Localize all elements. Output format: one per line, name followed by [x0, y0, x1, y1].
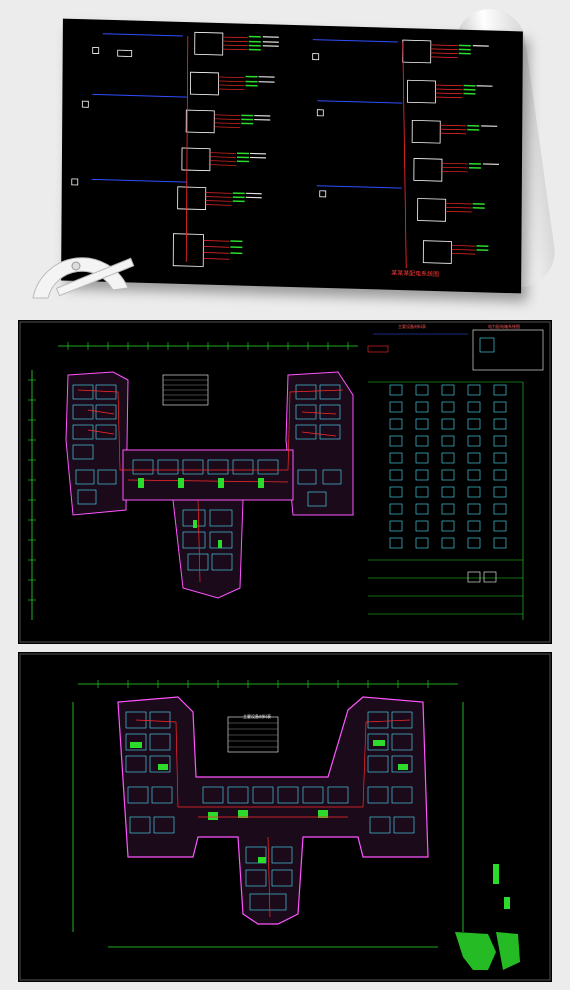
- floor-plan-drawing-1: [19, 321, 551, 643]
- floor-plan-sheet-1: 主要设备材料表 电力配电箱系统图: [18, 320, 552, 644]
- protractor-icon: [32, 257, 135, 299]
- system-diagram-sheet: 某某某配电系统图: [61, 18, 523, 294]
- legend-title: 主要设备材料表: [398, 324, 426, 329]
- floor-plan-drawing-2: [19, 653, 551, 981]
- floor-plan-sheet-2: 主要设备材料表: [18, 652, 552, 982]
- legend-title-2: 电力配电箱系统图: [488, 324, 520, 329]
- system-diagram-drawing: [71, 31, 499, 269]
- drawing-caption: 某某某配电系统图: [391, 269, 440, 279]
- legend-title: 主要设备材料表: [243, 714, 271, 719]
